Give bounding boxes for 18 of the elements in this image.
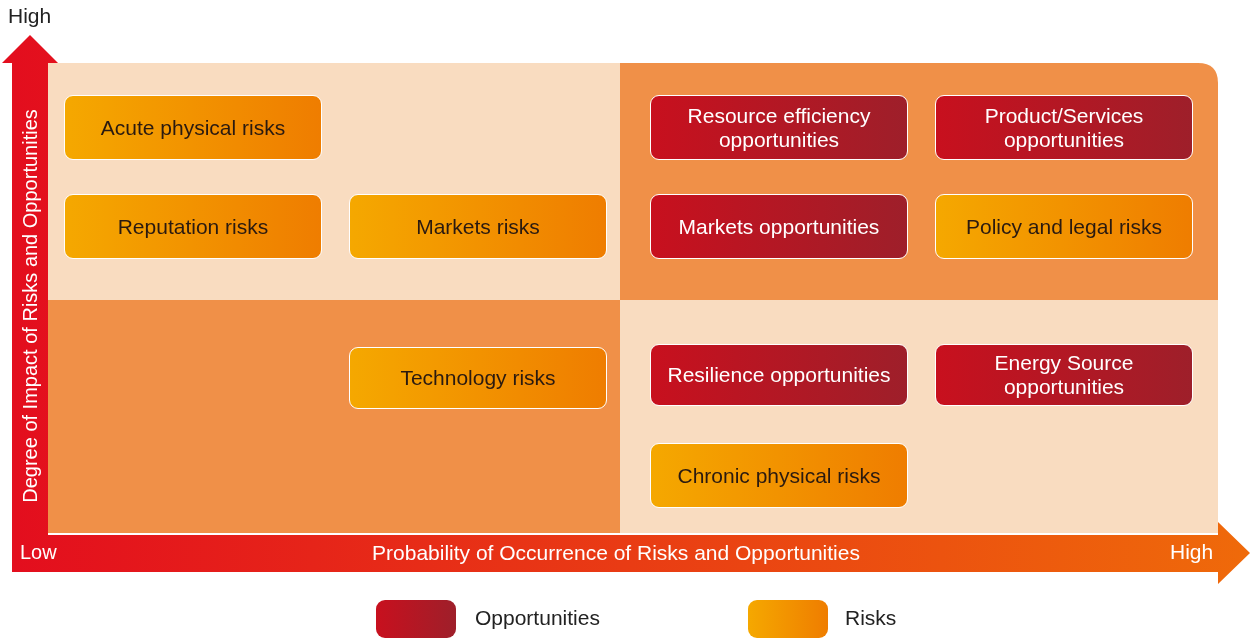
opportunity-box: Resilience opportunities xyxy=(650,344,908,406)
opportunity-box: Product/Services opportunities xyxy=(935,95,1193,160)
axis-title: Probability of Occurrence of Risks and Opportunities xyxy=(372,541,860,565)
axis-end-label: High xyxy=(1170,540,1214,564)
axis-end-label: Low xyxy=(20,541,57,564)
risk-box: Policy and legal risks xyxy=(935,194,1193,259)
risk-box: Reputation risks xyxy=(64,194,322,259)
opportunity-box: Resource efficiency opportunities xyxy=(650,95,908,160)
risk-box: Technology risks xyxy=(349,347,607,409)
axis-end-label: High xyxy=(8,4,52,28)
legend-label: Risks xyxy=(845,606,897,630)
axis-title: Degree of Impact of Risks and Opportunities xyxy=(18,109,42,503)
legend-label: Opportunities xyxy=(475,606,600,630)
risk-box: Markets risks xyxy=(349,194,607,259)
opportunity-box: Markets opportunities xyxy=(650,194,908,259)
opportunity-box: Energy Source opportunities xyxy=(935,344,1193,406)
risk-box: Acute physical risks xyxy=(64,95,322,160)
risk-box: Chronic physical risks xyxy=(650,443,908,508)
